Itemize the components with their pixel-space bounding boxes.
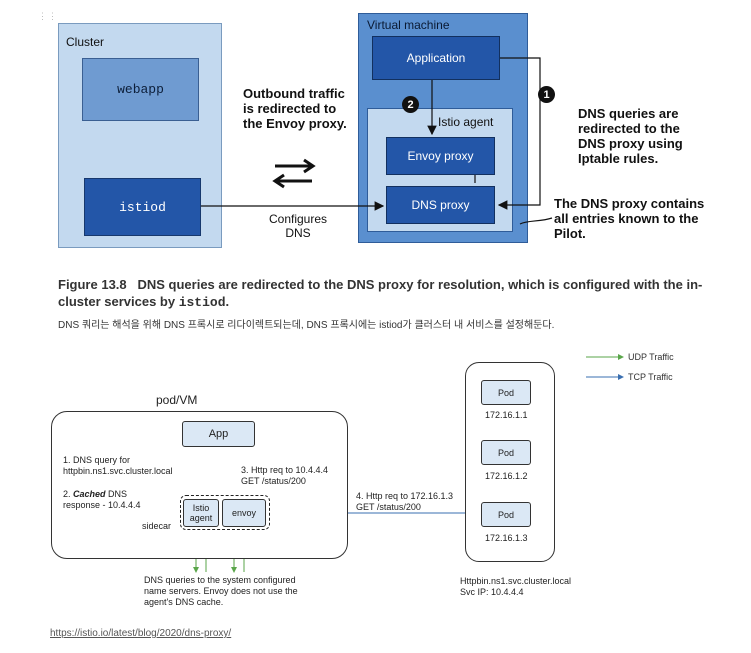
pod-ip-3: 172.16.1.3 xyxy=(485,533,528,543)
service-name: Httpbin.ns1.svc.cluster.local xyxy=(460,576,572,586)
korean-translation: DNS 쿼리는 해석을 위해 DNS 프록시로 리다이렉트되는데, DNS 프록… xyxy=(58,320,555,331)
application-box: Application xyxy=(372,36,500,80)
step-badge-2: 2 xyxy=(402,96,419,113)
virtual-machine-title: Virtual machine xyxy=(367,18,450,32)
pod-box-1: Pod xyxy=(481,380,531,405)
pod-vm-panel xyxy=(51,411,348,559)
pod-box-2: Pod xyxy=(481,440,531,465)
caption-text: DNS queries are redirected to the DNS pr… xyxy=(58,277,703,309)
app-box: App xyxy=(182,421,255,447)
pod-ip-2: 172.16.1.2 xyxy=(485,471,528,481)
service-ip: Svc IP: 10.4.4.4 xyxy=(460,587,524,597)
figure-caption: Figure 13.8 DNS queries are redirected t… xyxy=(58,276,738,311)
configures-dns-label: Configures DNS xyxy=(268,212,328,240)
istio-agent-title: Istio agent xyxy=(438,115,494,129)
sidecar-label: sidecar xyxy=(142,521,172,531)
envoy-proxy-box: Envoy proxy xyxy=(386,137,495,175)
pod-vm-title: pod/VM xyxy=(156,393,198,407)
outbound-traffic-note: Outbound traffic is redirected to the En… xyxy=(243,86,347,131)
sidecar-outline xyxy=(180,495,270,530)
source-link[interactable]: https://istio.io/latest/blog/2020/dns-pr… xyxy=(50,628,232,639)
swap-arrow-left xyxy=(272,173,312,189)
figure-number: Figure 13.8 xyxy=(58,277,127,292)
step3-label: 3. Http req to 10.4.4.4 GET /status/200 xyxy=(241,465,329,486)
step1-label: 1. DNS query for httpbin.ns1.svc.cluster… xyxy=(63,455,173,476)
iptable-redirect-arrow xyxy=(497,57,541,210)
dns-proxy-contains-note: The DNS proxy contains all entries known… xyxy=(554,196,705,241)
caption-code: istiod xyxy=(178,295,226,310)
pod-ip-1: 172.16.1.1 xyxy=(485,410,528,420)
dns-proxy-box: DNS proxy xyxy=(386,186,495,224)
dns-queries-note: DNS queries are redirected to the DNS pr… xyxy=(578,106,683,166)
caption-end: . xyxy=(225,294,230,309)
envoy-box: envoy xyxy=(222,499,266,527)
pod-box-3: Pod xyxy=(481,502,531,527)
step-badge-1: 1 xyxy=(538,86,555,103)
legend-udp-label: UDP Traffic xyxy=(628,352,674,362)
note-pointer-curve xyxy=(519,217,553,225)
legend-tcp-label: TCP Traffic xyxy=(628,372,673,382)
drag-handle-icon[interactable]: ⋮⋮ xyxy=(38,11,58,21)
dns-queries-system-note: DNS queries to the system configured nam… xyxy=(144,575,298,607)
step2-label: 2. Cached DNS response - 10.4.4.4 xyxy=(63,489,141,510)
istiod-box: istiod xyxy=(84,178,201,236)
webapp-box: webapp xyxy=(82,58,199,121)
step4-label: 4. Http req to 172.16.1.3 GET /status/20… xyxy=(356,491,454,512)
figure1-arrows xyxy=(201,57,553,225)
cluster-title: Cluster xyxy=(66,35,105,49)
swap-arrow-right xyxy=(275,158,316,174)
